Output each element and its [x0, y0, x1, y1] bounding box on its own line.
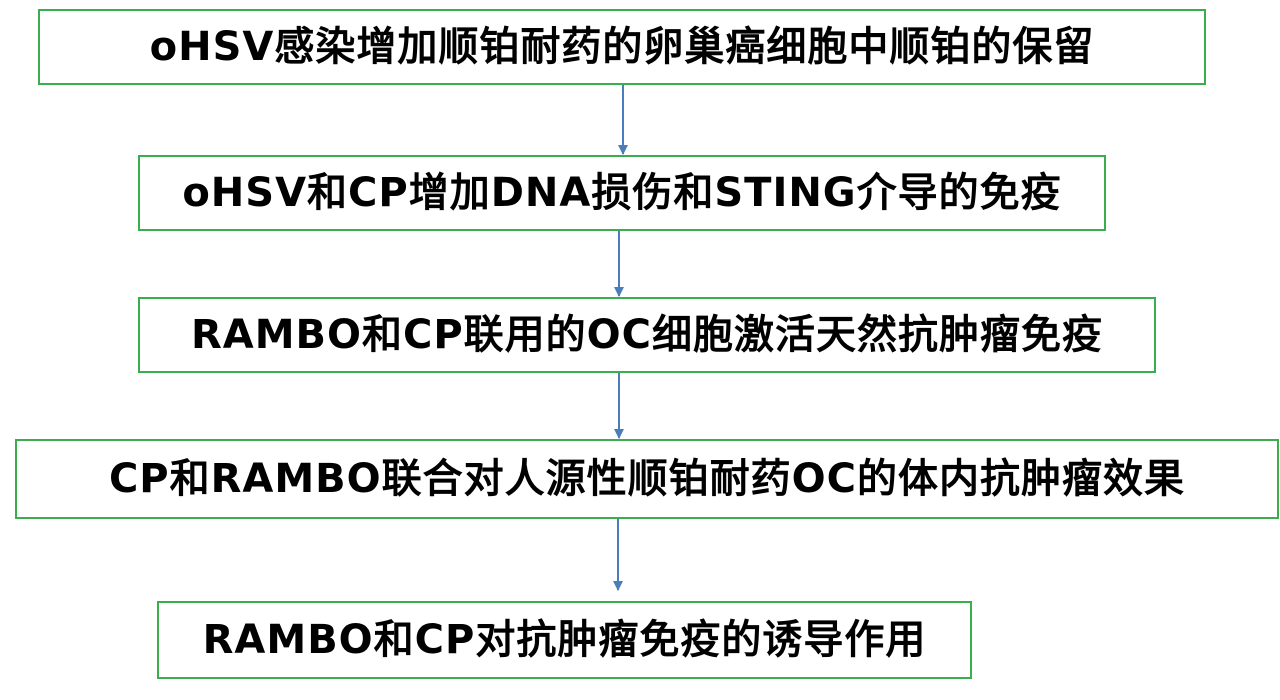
flow-step-3-label: RAMBO和CP联用的OC细胞激活天然抗肿瘤免疫 — [190, 312, 1104, 358]
flow-step-1-label: oHSV感染增加顺铂耐药的卵巢癌细胞中顺铂的保留 — [149, 24, 1095, 70]
flow-step-3: RAMBO和CP联用的OC细胞激活天然抗肿瘤免疫 — [138, 297, 1156, 373]
flow-step-5: RAMBO和CP对抗肿瘤免疫的诱导作用 — [157, 601, 972, 679]
flow-step-1: oHSV感染增加顺铂耐药的卵巢癌细胞中顺铂的保留 — [38, 9, 1206, 85]
flow-step-4: CP和RAMBO联合对人源性顺铂耐药OC的体内抗肿瘤效果 — [15, 439, 1279, 519]
flow-step-2: oHSV和CP增加DNA损伤和STING介导的免疫 — [138, 155, 1106, 231]
flow-step-2-label: oHSV和CP增加DNA损伤和STING介导的免疫 — [182, 170, 1062, 216]
flow-step-5-label: RAMBO和CP对抗肿瘤免疫的诱导作用 — [202, 617, 927, 663]
flow-step-4-label: CP和RAMBO联合对人源性顺铂耐药OC的体内抗肿瘤效果 — [108, 456, 1186, 502]
